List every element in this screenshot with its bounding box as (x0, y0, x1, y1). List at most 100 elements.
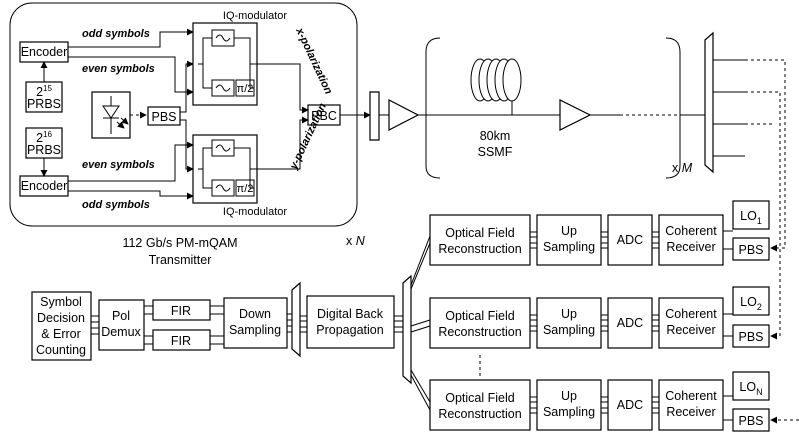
encoder-top-label: Encoder (21, 45, 68, 59)
lo-2-label: LO2 (740, 295, 762, 312)
adc-box-n (607, 379, 653, 431)
ofr-n-line1: Optical Field (445, 391, 515, 405)
coh-1-line1: Coherent (665, 224, 717, 238)
pol-line2: Demux (101, 325, 141, 339)
pi2-bottom-label: π/2 (237, 183, 254, 195)
fiber-length-label: 80km (480, 129, 511, 143)
iq-top-inner: π/2 (198, 29, 257, 97)
coh-n-line1: Coherent (665, 389, 717, 403)
lo-box-1 (732, 200, 770, 230)
ofr-1-line2: Reconstruction (438, 242, 521, 256)
adc-2-label: ADC (617, 316, 643, 330)
ofr-2-line1: Optical Field (445, 309, 515, 323)
lo-1-label: LO1 (740, 209, 762, 226)
tx-pbs-box (147, 106, 181, 126)
fir-bottom-box (152, 329, 211, 351)
adc-box-2 (607, 297, 653, 349)
up-n-line2: Sampling (543, 405, 595, 419)
dbp-box (306, 295, 395, 349)
tx-pbs-label: PBS (151, 110, 176, 124)
receiver-2: Optical Field Reconstruction Up Sampling… (429, 286, 770, 349)
coh-2-line1: Coherent (665, 307, 717, 321)
transmitter: Encoder 215 PRBS 216 PRBS Encoder PBS IQ… (9, 2, 371, 267)
dsp-mux (291, 281, 301, 358)
adc-1-label: ADC (617, 233, 643, 247)
fiber-type-label: SSMF (478, 145, 513, 159)
transmitter-caption-2: Transmitter (149, 253, 212, 267)
coh-2-line2: Receiver (666, 323, 715, 337)
prbs15-box (25, 81, 63, 113)
dsp-chain: Digital Back Propagation Down Sampling F… (31, 235, 431, 411)
coherent-rx-box-1 (658, 214, 724, 266)
coherent-rx-box-n (658, 379, 724, 431)
fir-bottom-label: FIR (171, 334, 191, 348)
prbs16-prbs: PRBS (27, 143, 61, 157)
link: x N 80km SSMF x M (346, 31, 799, 424)
wdm-demux (704, 31, 714, 174)
up-2-line2: Sampling (543, 323, 595, 337)
pbc-label: PBC (311, 109, 337, 123)
ofr-box-1 (429, 214, 531, 266)
prbs16-label: 216 (36, 130, 52, 145)
up-2-line1: Up (561, 307, 577, 321)
sym-line1: Symbol (40, 295, 82, 309)
iq-mod-bottom-label: IQ-modulator (223, 206, 288, 218)
ofr-2-line2: Reconstruction (438, 325, 521, 339)
iq-bottom-inner: π/2 (198, 139, 257, 197)
up-1-line2: Sampling (543, 240, 595, 254)
inline-amplifier-icon (559, 99, 592, 131)
ofr-n-line2: Reconstruction (438, 407, 521, 421)
booster-amplifier-icon (388, 99, 420, 131)
lo-box-n (732, 371, 770, 401)
dbp-line1: Digital Back (317, 307, 384, 321)
pi2-top-label: π/2 (237, 83, 254, 95)
adc-box-1 (607, 214, 653, 266)
transmitter-caption-1: 112 Gb/s PM-mQAM (122, 236, 237, 250)
fir-top-label: FIR (171, 304, 191, 318)
symbol-decision-box (31, 291, 92, 361)
rx-pbs-1-label: PBS (738, 243, 763, 257)
loop-left-bracket (425, 37, 441, 179)
receiver-1: Optical Field Reconstruction Up Sampling… (429, 200, 770, 266)
down-line2: Sampling (229, 323, 281, 337)
prbs15-label: 215 (36, 84, 52, 99)
even-symbols-top-label: even symbols (82, 63, 155, 75)
lo-n-label: LON (739, 380, 762, 397)
upsampling-box-1 (536, 214, 602, 266)
wdm-mux (369, 91, 380, 141)
pol-line1: Pol (112, 309, 130, 323)
iq-mod-top-label: IQ-modulator (223, 10, 288, 22)
odd-symbols-top-label: odd symbols (82, 28, 150, 40)
pol-demux-box (98, 299, 145, 351)
coh-1-line2: Receiver (666, 240, 715, 254)
adc-n-label: ADC (617, 398, 643, 412)
down-line1: Down (239, 307, 271, 321)
fir-top-box (152, 299, 211, 321)
receiver-bank: Optical Field Reconstruction Up Sampling… (429, 200, 770, 432)
xm-label: x M (672, 161, 693, 175)
coherent-rx-box-2 (658, 297, 724, 349)
sym-line4: Counting (36, 343, 86, 357)
ofr-1-line1: Optical Field (445, 226, 515, 240)
receiver-bus-lines (530, 231, 659, 414)
xn-label: x N (346, 234, 366, 248)
ofr-box-2 (429, 297, 531, 349)
prbs15-prbs: PRBS (27, 97, 61, 111)
upsampling-box-2 (536, 297, 602, 349)
laser-diode-icon (102, 96, 129, 134)
loop-right-bracket (665, 37, 681, 179)
up-1-line1: Up (561, 224, 577, 238)
sym-line2: Decision (37, 311, 85, 325)
upsampling-box-n (536, 379, 602, 431)
coh-n-line2: Receiver (666, 405, 715, 419)
encoder-bottom-label: Encoder (21, 179, 68, 193)
downsampling-box (223, 297, 288, 349)
fiber-spool-icon (470, 58, 522, 102)
odd-symbols-bottom-label: odd symbols (82, 199, 150, 211)
ofr-box-n (429, 379, 531, 431)
up-n-line1: Up (561, 389, 577, 403)
rx-pbs-n-label: PBS (738, 414, 763, 428)
even-symbols-bottom-label: even symbols (82, 159, 155, 171)
rx-pbs-2-label: PBS (738, 330, 763, 344)
